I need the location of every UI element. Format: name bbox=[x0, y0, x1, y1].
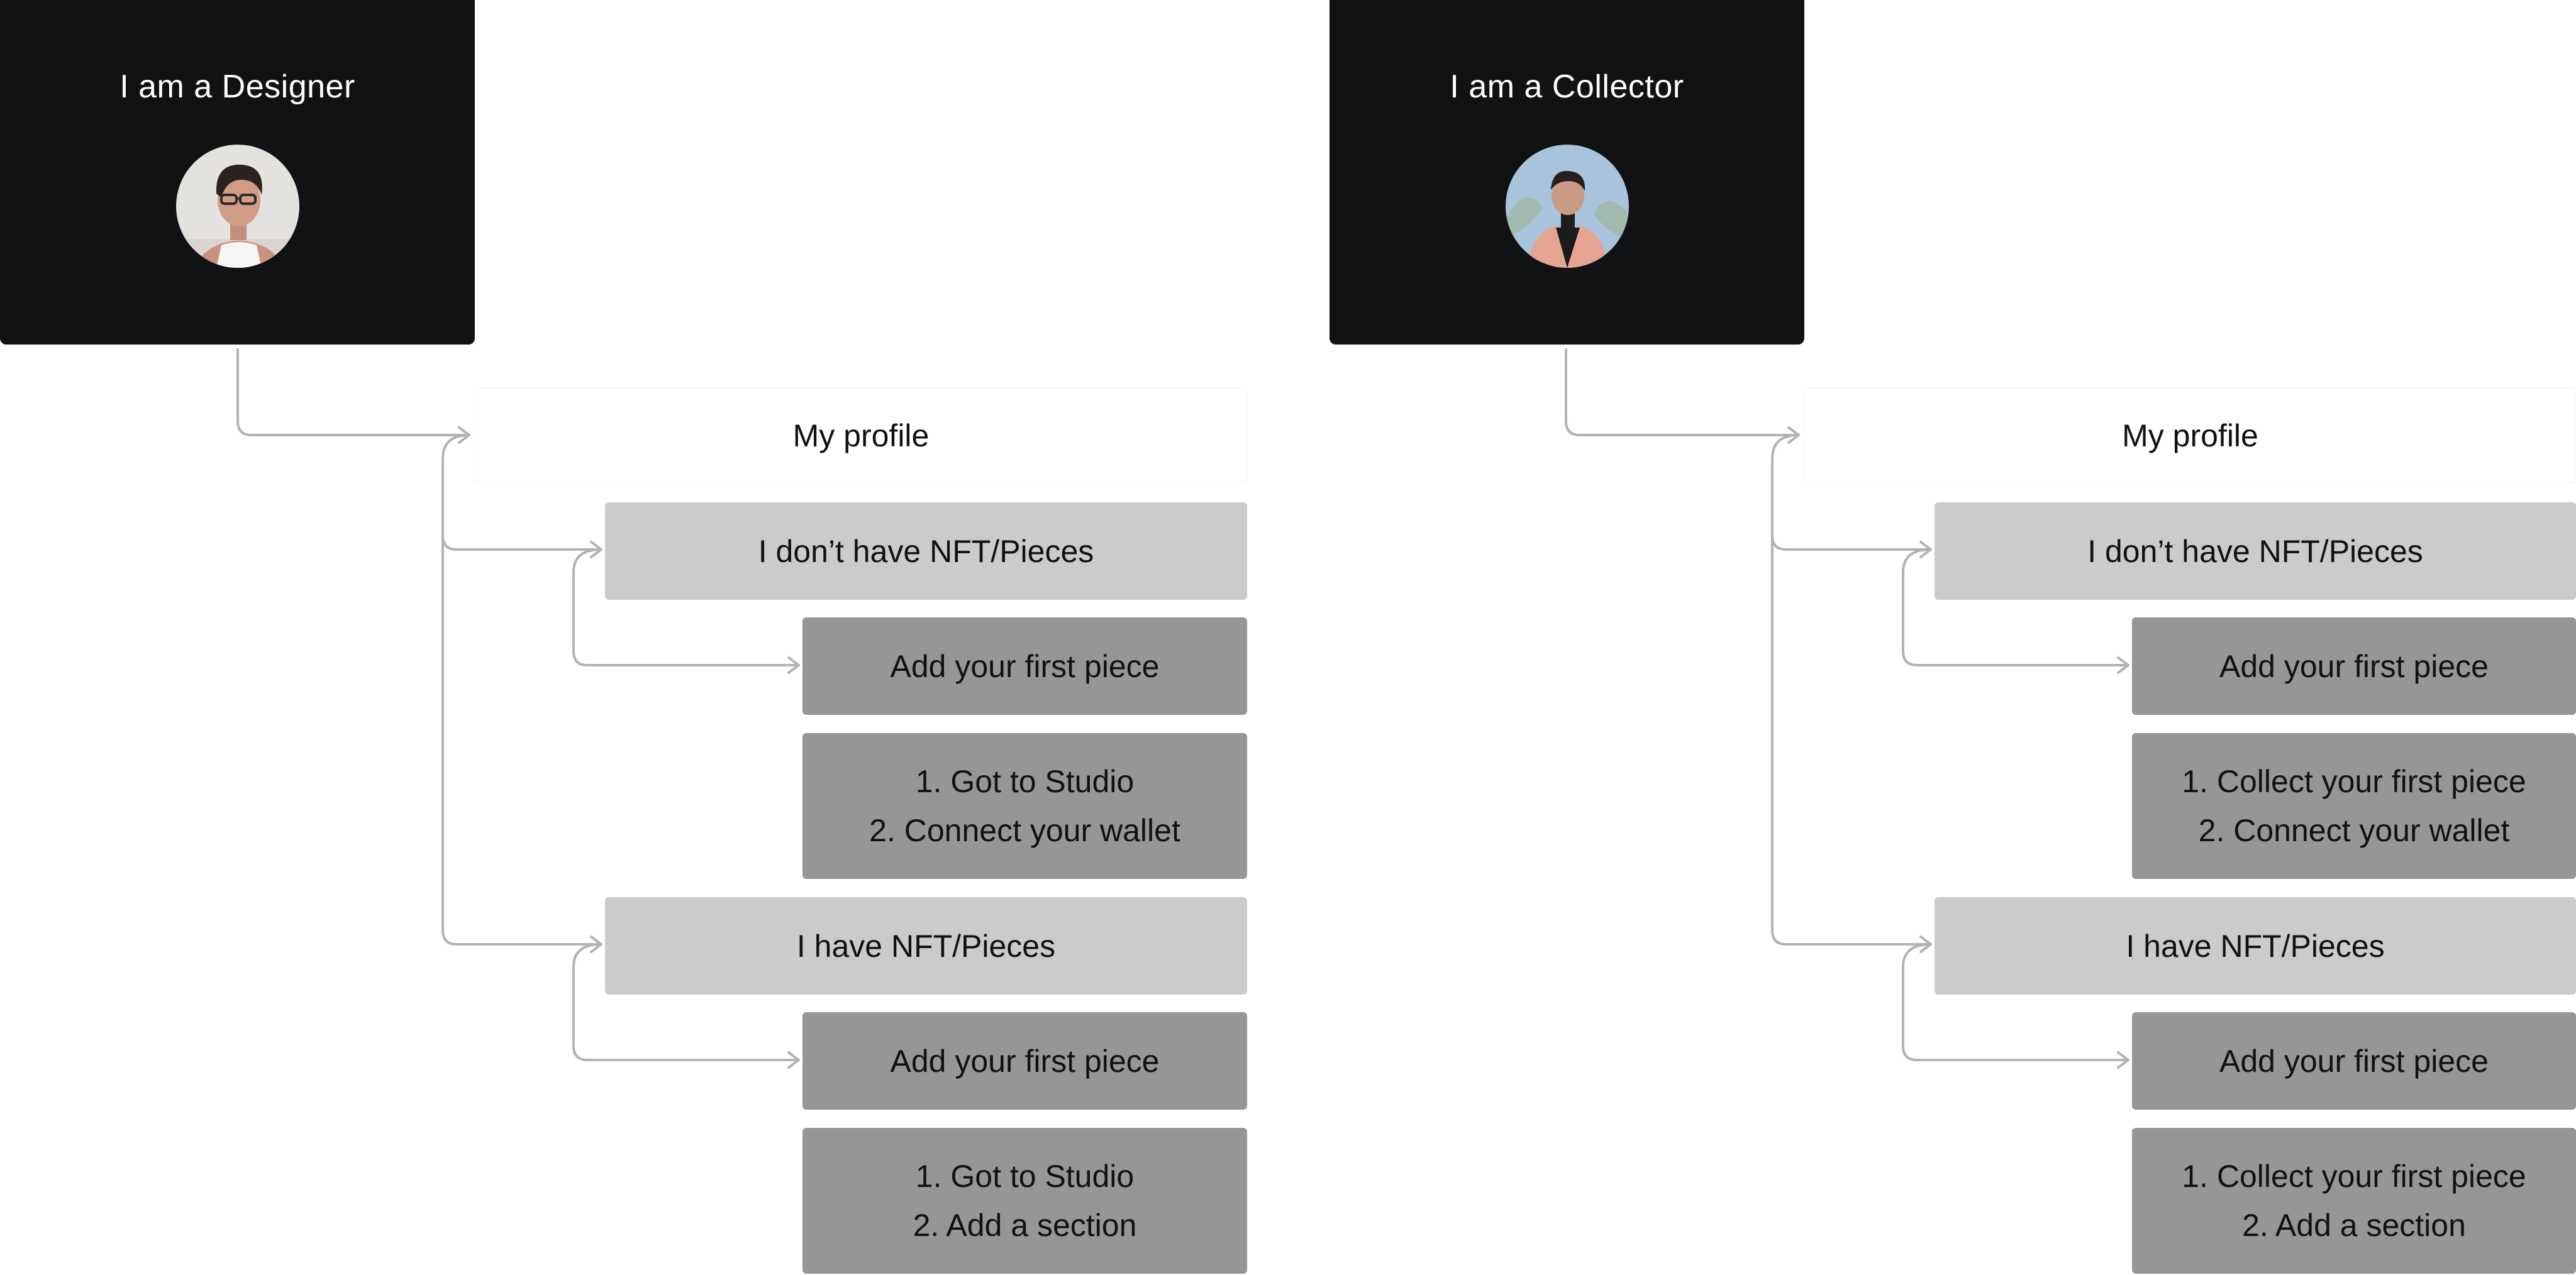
collector-has-pieces-action-node[interactable]: Add your first piece bbox=[2132, 1012, 2576, 1110]
node-label: I have NFT/Pieces bbox=[2126, 928, 2385, 964]
collector-my-profile-node[interactable]: My profile bbox=[1804, 388, 2576, 483]
collector-no-pieces-action-node[interactable]: Add your first piece bbox=[2132, 617, 2576, 715]
designer-has-pieces-steps-node[interactable]: 1. Got to Studio 2. Add a section bbox=[802, 1128, 1247, 1274]
node-label: Add your first piece bbox=[890, 648, 1160, 684]
designer-no-pieces-action-node[interactable]: Add your first piece bbox=[802, 617, 1247, 715]
designer-my-profile-node[interactable]: My profile bbox=[475, 388, 1247, 483]
node-label: I don’t have NFT/Pieces bbox=[2087, 533, 2423, 569]
collector-has-pieces-steps-node[interactable]: 1. Collect your first piece 2. Add a sec… bbox=[2132, 1128, 2576, 1274]
designer-has-pieces-node[interactable]: I have NFT/Pieces bbox=[605, 897, 1247, 995]
step-line: 1. Got to Studio bbox=[915, 1159, 1135, 1194]
designer-persona-card[interactable]: I am a Designer bbox=[0, 0, 475, 345]
step-line: 1. Collect your first piece bbox=[2182, 1159, 2526, 1194]
step-line: 2. Add a section bbox=[2242, 1208, 2466, 1243]
node-label: I don’t have NFT/Pieces bbox=[758, 533, 1094, 569]
designer-no-pieces-steps-node[interactable]: 1. Got to Studio 2. Connect your wallet bbox=[802, 733, 1247, 879]
designer-has-pieces-action-node[interactable]: Add your first piece bbox=[802, 1012, 1247, 1110]
node-label: Add your first piece bbox=[2219, 1043, 2489, 1079]
node-label: My profile bbox=[792, 418, 930, 453]
step-line: 2. Add a section bbox=[913, 1208, 1137, 1243]
persona-title: I am a Collector bbox=[1450, 69, 1684, 105]
collector-persona-card[interactable]: I am a Collector bbox=[1330, 0, 1804, 345]
collector-no-pieces-node[interactable]: I don’t have NFT/Pieces bbox=[1935, 502, 2576, 600]
persona-title: I am a Designer bbox=[119, 69, 355, 105]
step-line: 1. Got to Studio bbox=[915, 764, 1135, 799]
step-line: 1. Collect your first piece bbox=[2182, 764, 2526, 799]
node-label: Add your first piece bbox=[2219, 648, 2489, 684]
designer-no-pieces-node[interactable]: I don’t have NFT/Pieces bbox=[605, 502, 1247, 600]
collector-no-pieces-steps-node[interactable]: 1. Collect your first piece 2. Connect y… bbox=[2132, 733, 2576, 879]
step-line: 2. Connect your wallet bbox=[869, 813, 1180, 848]
designer-avatar-icon bbox=[176, 145, 299, 268]
node-label: I have NFT/Pieces bbox=[796, 928, 1056, 964]
step-line: 2. Connect your wallet bbox=[2198, 813, 2510, 848]
node-label: Add your first piece bbox=[890, 1043, 1160, 1079]
collector-avatar-icon bbox=[1506, 145, 1629, 268]
collector-has-pieces-node[interactable]: I have NFT/Pieces bbox=[1935, 897, 2576, 995]
node-label: My profile bbox=[2122, 418, 2258, 453]
